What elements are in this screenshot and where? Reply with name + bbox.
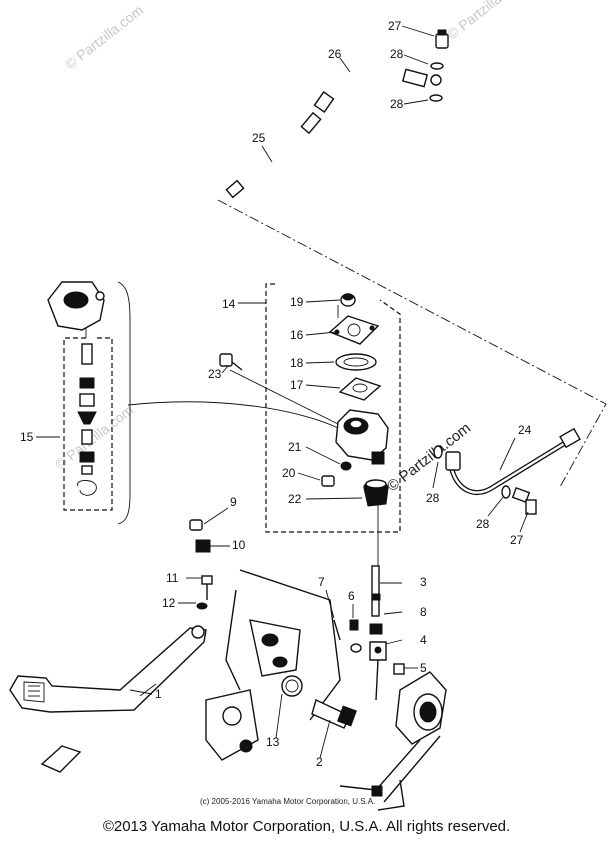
callout-18: 18 — [290, 356, 304, 370]
reference-lines — [127, 199, 607, 575]
inner-copyright: (c) 2005-2016 Yamaha Motor Corporation, … — [200, 797, 375, 806]
callout-10: 10 — [232, 538, 246, 552]
callout-27-top: 27 — [388, 19, 402, 33]
callout-24: 24 — [518, 423, 532, 437]
callout-2: 2 — [316, 755, 323, 769]
callout-9: 9 — [230, 495, 237, 509]
callout-17: 17 — [290, 378, 304, 392]
callout-3: 3 — [420, 575, 427, 589]
master-cylinder-inset — [36, 281, 131, 525]
callout-23: 23 — [208, 367, 222, 381]
callout-11: 11 — [166, 571, 179, 585]
callout-7: 7 — [318, 575, 325, 589]
callout-28-top: 28 — [390, 47, 404, 61]
fasteners-left — [178, 507, 230, 610]
callout-14: 14 — [222, 297, 236, 311]
callout-12: 12 — [162, 596, 176, 610]
brake-hose-lower — [433, 427, 581, 515]
callout-20: 20 — [282, 466, 296, 480]
callout-19: 19 — [290, 295, 304, 309]
brake-pedal — [9, 625, 207, 713]
callout-26: 26 — [328, 47, 342, 61]
callout-labels: 1 2 3 4 5 6 7 8 9 10 11 12 13 14 15 16 1… — [20, 19, 532, 769]
watermark: © Partzilla.com — [62, 2, 146, 73]
master-cylinder-group — [238, 283, 401, 533]
callout-16: 16 — [290, 328, 304, 342]
frame-section — [205, 569, 357, 761]
callout-13: 13 — [266, 735, 280, 749]
callout-1: 1 — [155, 687, 162, 701]
callout-4: 4 — [420, 633, 427, 647]
callout-22: 22 — [288, 492, 302, 506]
copyright-footer: ©2013 Yamaha Motor Corporation, U.S.A. A… — [102, 818, 511, 835]
watermark: © Partzilla.com — [444, 0, 528, 42]
callout-5: 5 — [420, 661, 427, 675]
front-arrow-icon — [40, 745, 82, 773]
callout-28-right: 28 — [476, 517, 490, 531]
callout-8: 8 — [420, 605, 427, 619]
callout-28-top-lower: 28 — [390, 97, 404, 111]
footrest-bracket — [339, 671, 447, 811]
leader-lines — [139, 25, 529, 697]
callout-21: 21 — [288, 440, 302, 454]
callout-15: 15 — [20, 430, 34, 444]
push-rod — [325, 565, 418, 701]
callout-6: 6 — [348, 589, 355, 603]
callout-28-mid: 28 — [426, 491, 440, 505]
callout-27-right: 27 — [510, 533, 524, 547]
brake-hose-upper — [225, 29, 449, 199]
callout-25: 25 — [252, 131, 266, 145]
bolt-23 — [219, 353, 243, 371]
